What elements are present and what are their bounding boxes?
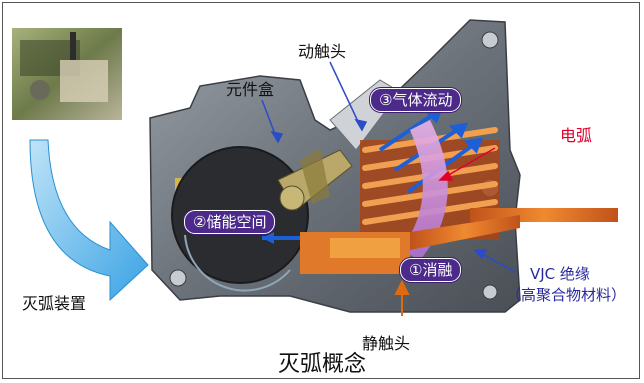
label-arc: 电弧	[560, 126, 593, 145]
label-static-contact: 静触头	[362, 334, 411, 353]
static-contact-bar	[300, 208, 618, 274]
product-photo	[12, 28, 122, 120]
arc-plasma	[400, 120, 448, 260]
label-arc-device: 灭弧装置	[22, 294, 87, 313]
label-component-box: 元件盒	[226, 80, 275, 99]
pill-gas-flow: ③气体流动	[370, 88, 462, 112]
label-moving-contact: 动触头	[298, 42, 347, 61]
pill-energy-space: ②储能空间	[184, 210, 276, 234]
label-vjc-insulation: VJC 绝缘	[530, 265, 590, 283]
big-curve-arrow	[29, 139, 149, 302]
diagram-title: 灭弧概念	[277, 352, 366, 377]
label-vjc-material: （高聚合物材料）	[506, 286, 627, 304]
pill-fusion: ①消融	[400, 258, 462, 282]
